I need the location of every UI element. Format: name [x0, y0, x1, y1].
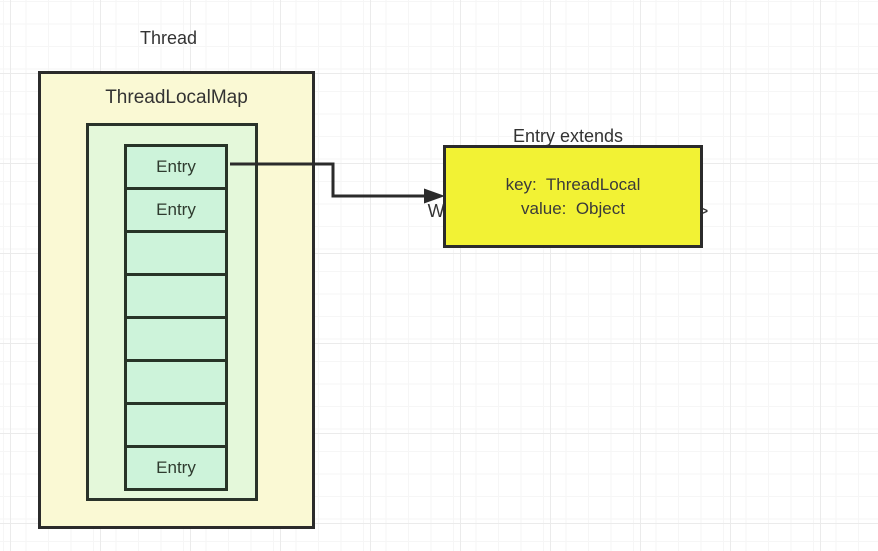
entry-cell — [124, 359, 228, 405]
entry-cell — [124, 316, 228, 362]
entry-cell: Entry — [124, 187, 228, 233]
entry-detail-box: key: ThreadLocal value: Object — [443, 145, 703, 248]
entry-cell: Entry — [124, 144, 228, 190]
entry-stack: Entry Entry Entry — [124, 144, 228, 491]
threadlocalmap-label: ThreadLocalMap — [105, 87, 248, 108]
entry-note-line1: Entry extends — [512, 126, 624, 146]
entry-cell: Entry — [124, 445, 228, 491]
entry-cell — [124, 402, 228, 448]
thread-label: Thread — [139, 28, 198, 48]
entry-cell — [124, 273, 228, 319]
entry-cell — [124, 230, 228, 276]
entry-detail-key: key: ThreadLocal — [505, 174, 641, 194]
entry-detail-value: value: Object — [521, 198, 625, 218]
